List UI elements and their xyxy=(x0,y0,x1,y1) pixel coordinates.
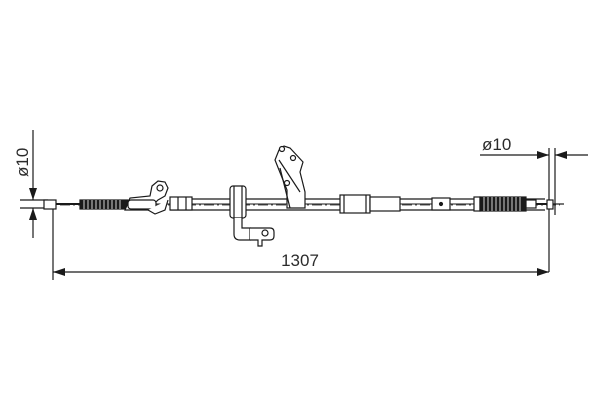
left-diameter-dimension xyxy=(20,130,48,238)
right-diameter-label: ø10 xyxy=(482,135,511,154)
overall-length-label: 1307 xyxy=(281,251,319,270)
left-mounting-bracket xyxy=(124,180,193,215)
left-end-fitting xyxy=(43,199,80,210)
right-sleeve xyxy=(431,197,451,211)
overall-length-dimension xyxy=(52,205,549,280)
left-boot xyxy=(79,199,129,210)
angled-mounting-bracket xyxy=(274,145,306,209)
grommet-clip-bracket xyxy=(229,185,275,247)
left-diameter-label: ø10 xyxy=(13,148,32,177)
right-end-fitting xyxy=(536,199,564,210)
right-boot xyxy=(473,196,537,212)
center-sleeve xyxy=(339,194,401,214)
